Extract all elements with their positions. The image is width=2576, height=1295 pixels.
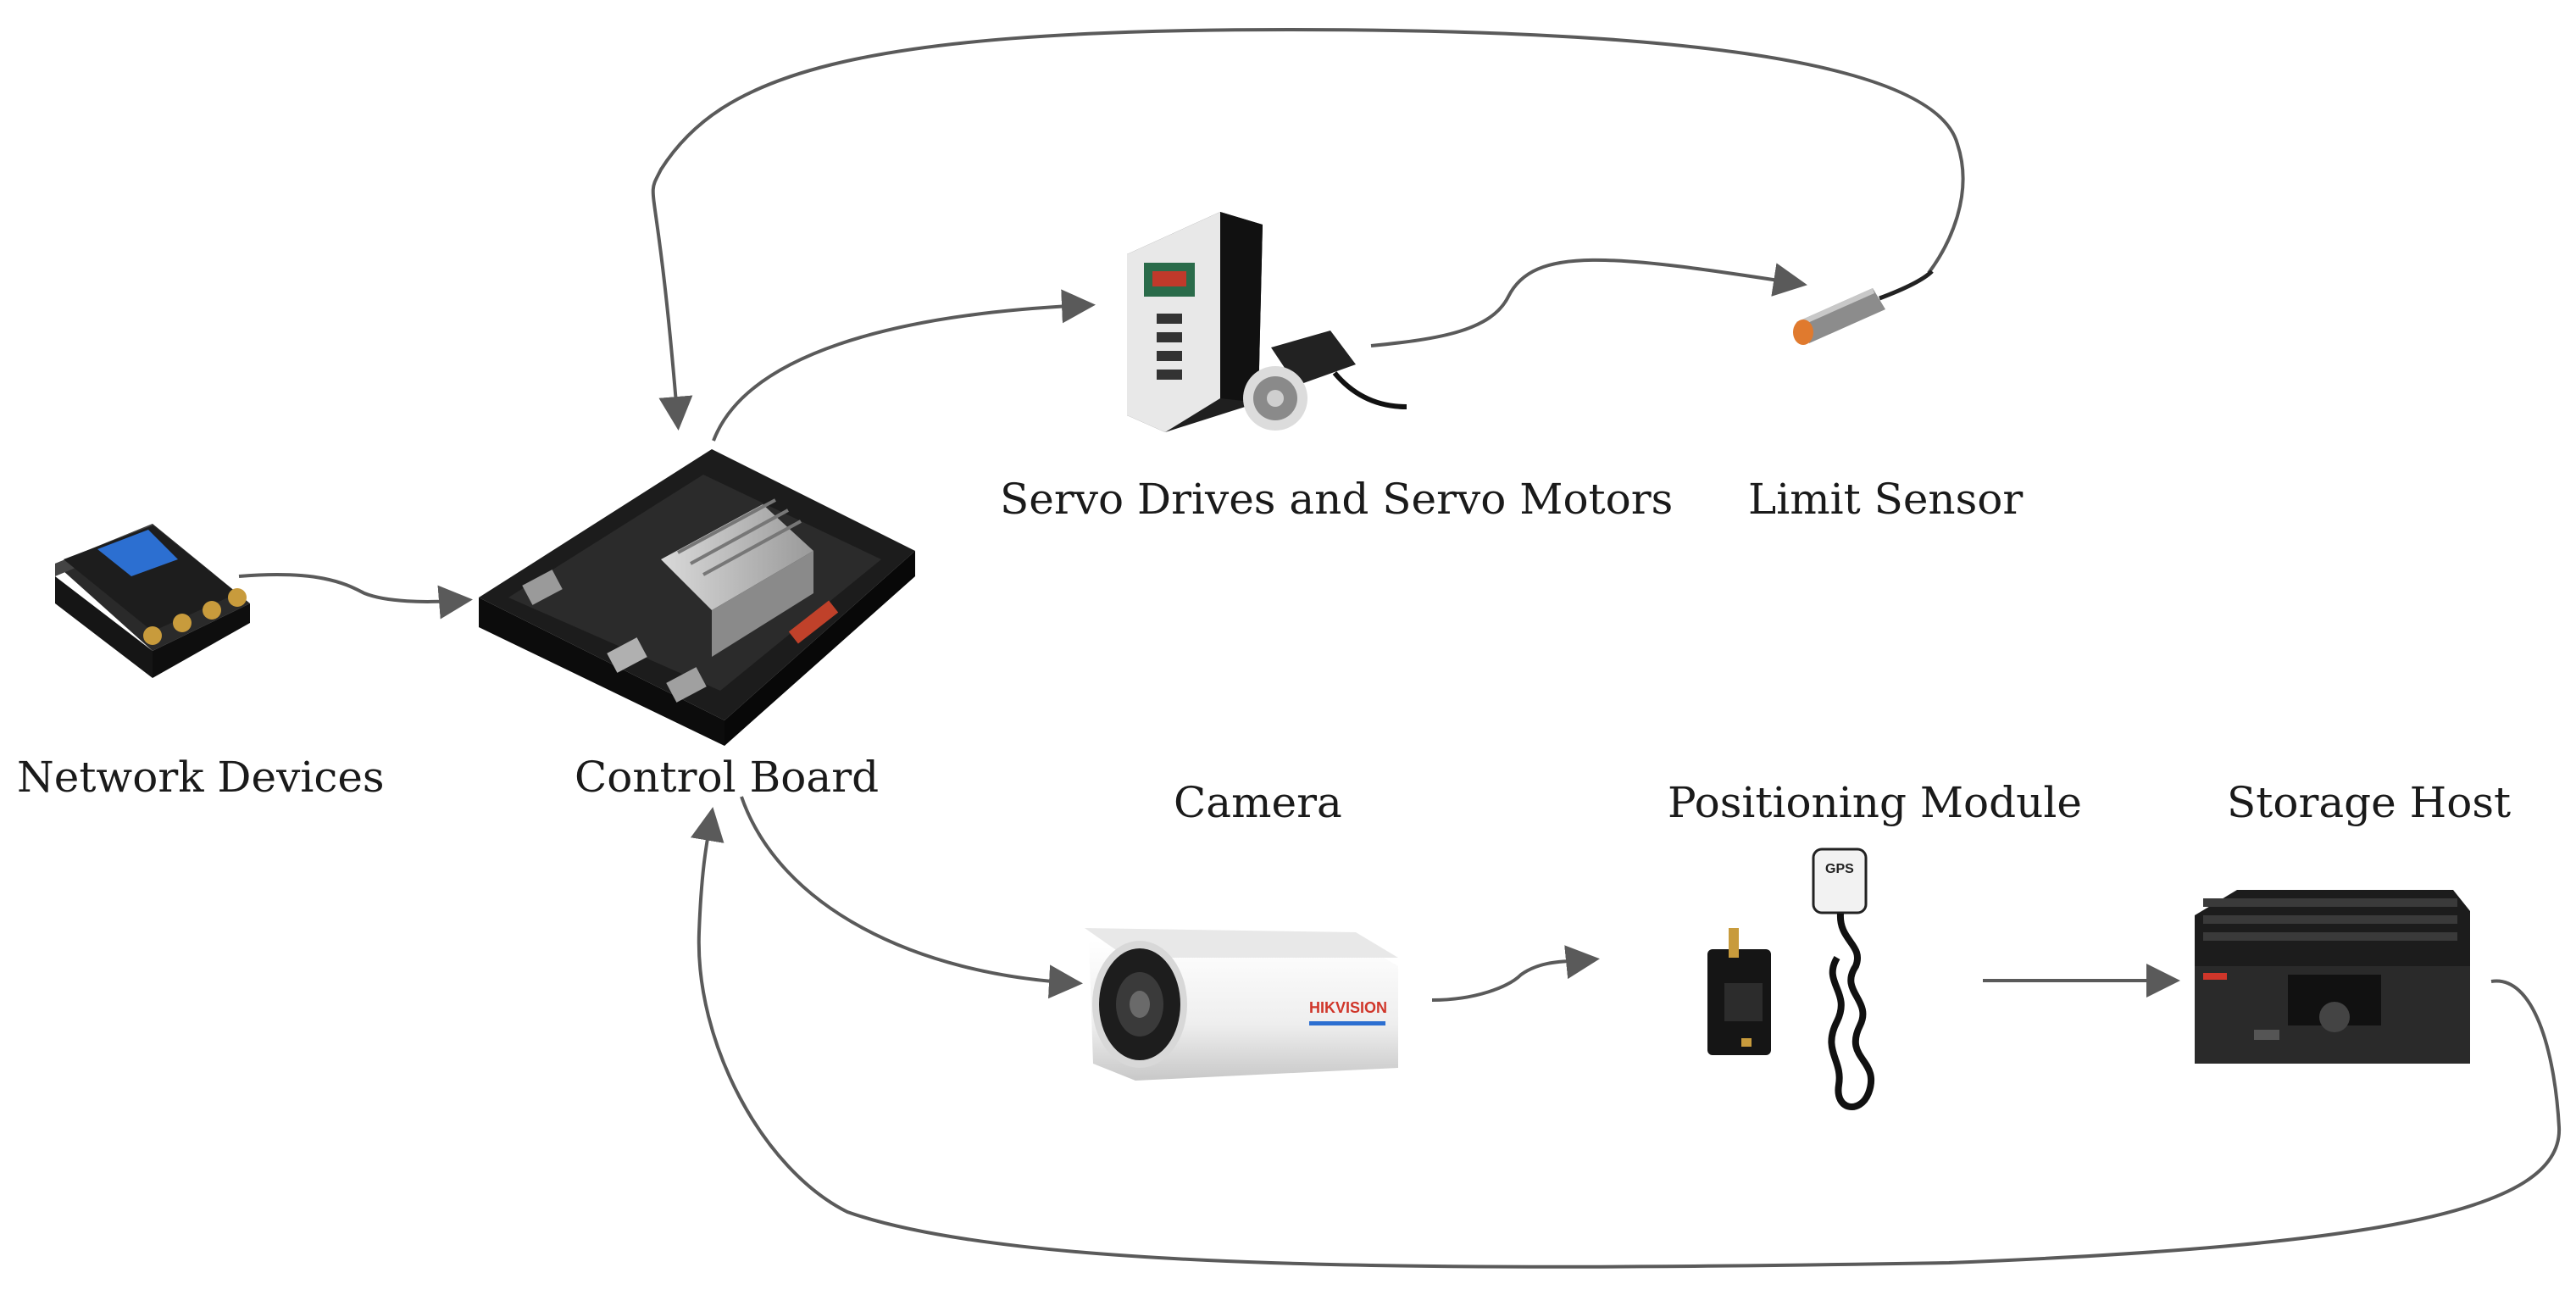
camera-brand-text: HIKVISION xyxy=(1309,999,1387,1016)
label-control-board: Control Board xyxy=(575,753,880,802)
limit-sensor-device xyxy=(1793,270,1934,345)
label-servo: Servo Drives and Servo Motors xyxy=(1000,475,1674,524)
label-limit-sensor: Limit Sensor xyxy=(1748,475,2024,524)
gps-antenna-text: GPS xyxy=(1825,862,1854,876)
connections xyxy=(238,27,2562,1269)
arrow-servo-to-limit-sensor xyxy=(1370,258,1807,347)
arrow-network-to-control-board xyxy=(238,573,473,620)
label-positioning-module: Positioning Module xyxy=(1668,778,2082,827)
servo-device xyxy=(1127,212,1407,432)
router-device xyxy=(55,524,250,678)
camera-device: HIKVISION xyxy=(1085,928,1398,1081)
storage-host-device xyxy=(2195,890,2470,1064)
label-camera: Camera xyxy=(1174,778,1342,827)
positioning-module-device: GPS xyxy=(1707,848,1875,1110)
label-storage-host: Storage Host xyxy=(2227,778,2512,827)
arrow-control-board-to-servo xyxy=(712,289,1096,442)
control-board-device xyxy=(479,449,915,746)
arrow-storage-to-control-board xyxy=(691,807,2562,1269)
label-network-devices: Network Devices xyxy=(17,753,385,802)
arrow-camera-to-positioning xyxy=(1431,945,1600,1002)
arrow-control-board-to-camera xyxy=(740,796,1083,999)
arrow-limit-sensor-to-control-board xyxy=(651,27,1965,431)
